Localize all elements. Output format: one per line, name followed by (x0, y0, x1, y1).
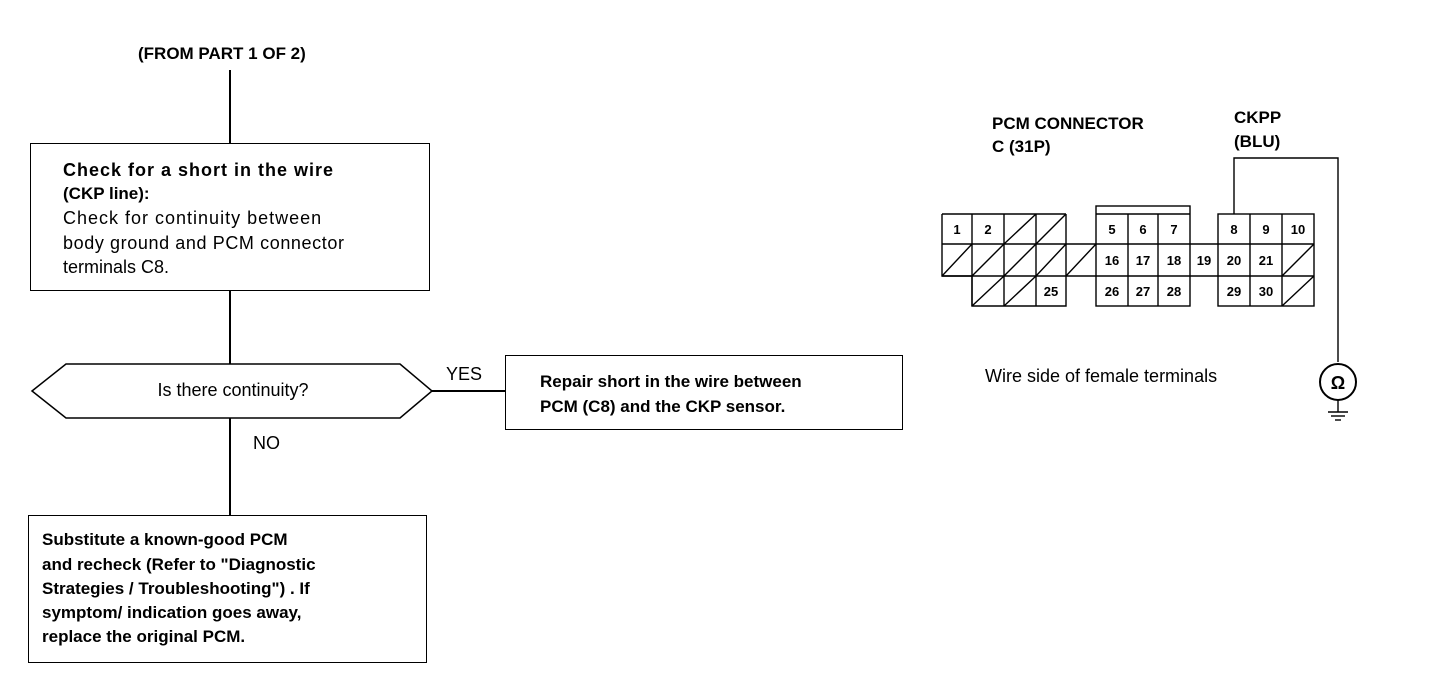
terminal-label: 29 (1227, 284, 1241, 299)
check-body-line: Check for continuity between (63, 208, 323, 228)
check-body-line: terminals C8. (63, 257, 170, 277)
check-body-line: body ground and PCM connector (63, 233, 345, 253)
connector-line (432, 390, 506, 392)
connector-line (229, 70, 231, 144)
terminal-label: 5 (1108, 222, 1115, 237)
connector-title: PCM CONNECTOR (992, 114, 1144, 133)
connector-line (229, 418, 231, 516)
check-title: Check for a short in the wire (63, 160, 335, 180)
terminal-label: 25 (1044, 284, 1058, 299)
substitute-line: replace the original PCM. (42, 627, 246, 646)
terminal-label: 9 (1262, 222, 1269, 237)
check-short-box: Check for a short in the wire (CKP line)… (30, 143, 430, 291)
repair-line: PCM (C8) and the CKP sensor. (540, 397, 786, 416)
terminal-label: 19 (1197, 253, 1211, 268)
terminal-label: 21 (1259, 253, 1273, 268)
wire-label: CKPP (1234, 108, 1282, 127)
terminal-label: 8 (1230, 222, 1237, 237)
ohmmeter-icon: Ω (1331, 373, 1345, 393)
connector-line (229, 291, 231, 365)
connector-title-sub: C (31P) (992, 137, 1051, 156)
terminal-label: 7 (1170, 222, 1177, 237)
terminal-label: 1 (953, 222, 960, 237)
substitute-line: and recheck (Refer to "Diagnostic (42, 555, 316, 574)
from-part-label: (FROM PART 1 OF 2) (138, 44, 306, 63)
decision-label: Is there continuity? (157, 380, 309, 400)
terminal-label: 26 (1105, 284, 1119, 299)
substitute-line: symptom/ indication goes away, (42, 603, 302, 622)
terminal-label: 27 (1136, 284, 1150, 299)
terminal-label: 17 (1136, 253, 1150, 268)
substitute-line: Strategies / Troubleshooting") . If (42, 579, 310, 598)
terminal-label: 16 (1105, 253, 1119, 268)
wire-color-label: (BLU) (1234, 132, 1281, 151)
repair-box: Repair short in the wire between PCM (C8… (505, 355, 903, 430)
terminal-label: 20 (1227, 253, 1241, 268)
terminal-label: 28 (1167, 284, 1181, 299)
check-title-sub: (CKP line): (63, 184, 150, 203)
yes-label: YES (446, 364, 483, 384)
repair-line: Repair short in the wire between (540, 372, 802, 391)
connector-caption: Wire side of female terminals (985, 366, 1218, 386)
ground-icon (1325, 400, 1351, 426)
terminal-label: 6 (1139, 222, 1146, 237)
terminal-label: 30 (1259, 284, 1273, 299)
pcm-connector-diagram: 1 2 5 6 7 8 9 10 16 17 18 19 20 21 25 26… (941, 157, 1357, 421)
substitute-line: Substitute a known-good PCM (42, 530, 288, 549)
no-label: NO (253, 433, 280, 453)
terminal-label: 18 (1167, 253, 1181, 268)
terminal-label: 2 (984, 222, 991, 237)
substitute-box: Substitute a known-good PCM and recheck … (28, 515, 427, 663)
terminal-label: 10 (1291, 222, 1305, 237)
